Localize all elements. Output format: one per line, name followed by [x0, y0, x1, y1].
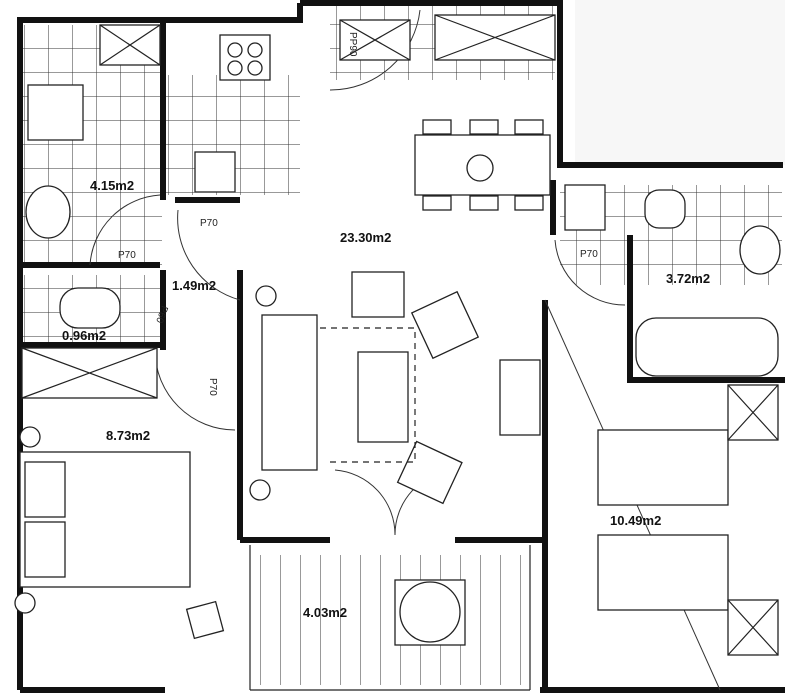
room-labels: 4.15m2 1.49m2 0.96m2 8.73m2 23.30m2 3.72… [62, 32, 710, 620]
door-label-bath: P70 [118, 250, 136, 261]
door-label-bedroom-1: P70 [207, 378, 218, 396]
walls [17, 0, 785, 693]
area-balcony: 4.03m2 [303, 605, 347, 620]
door-label-bath-2: P70 [580, 249, 598, 260]
door-label-hall: P70 [200, 218, 218, 229]
area-hall: 1.49m2 [172, 278, 216, 293]
door-label-entry: PP90 [347, 32, 358, 57]
furniture [14, 14, 781, 656]
area-living: 23.30m2 [340, 230, 391, 245]
area-bathroom-2: 3.72m2 [666, 271, 710, 286]
outside-area [575, 0, 785, 165]
area-bedroom-2: 10.49m2 [610, 513, 661, 528]
area-wc: 0.96m2 [62, 328, 106, 343]
area-bathroom: 4.15m2 [90, 178, 134, 193]
area-bedroom-1: 8.73m2 [106, 428, 150, 443]
